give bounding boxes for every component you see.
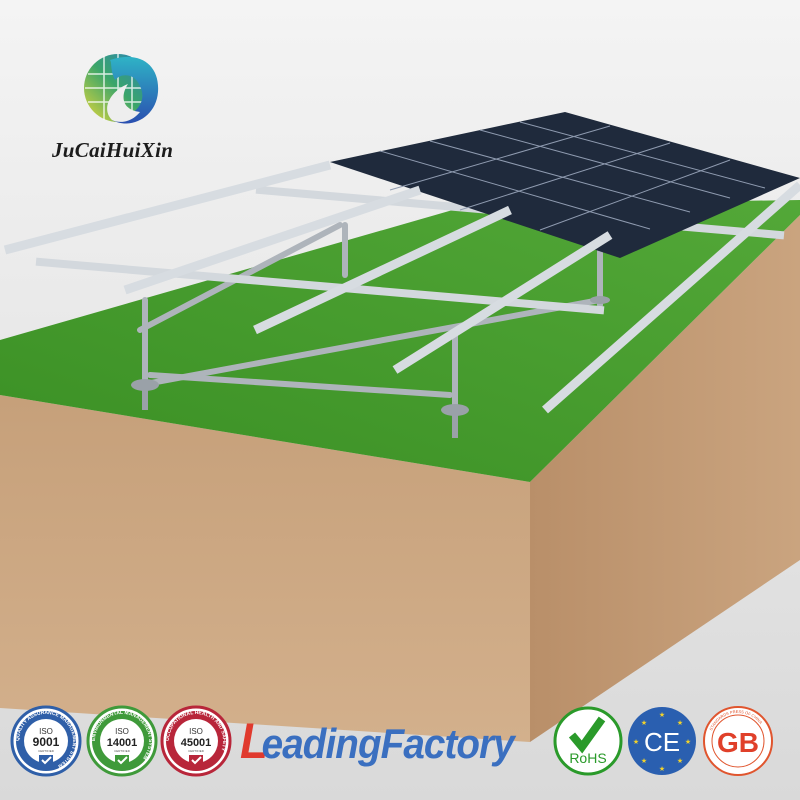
check-icon <box>568 716 606 754</box>
check-icon <box>191 756 202 765</box>
iso-9001-badge: QUALITY ASSURANCE MANAGEMENT SYSTEM ISO … <box>10 705 82 777</box>
soil-front-face <box>0 395 530 742</box>
svg-text:14001: 14001 <box>107 737 138 749</box>
check-icon <box>41 756 52 765</box>
ce-badge: ★ ★ ★ ★ ★ ★ ★ ★ CE <box>628 707 696 775</box>
svg-text:★: ★ <box>659 711 665 719</box>
svg-text:RoHS: RoHS <box>569 750 606 766</box>
gb-badge: STANDARDS PRESS OF CHINA GB <box>703 706 773 776</box>
iso-14001-badge: ENVIRONMENTAL MANAGEMENT SYSTEM ISO 1400… <box>86 705 158 777</box>
svg-text:★: ★ <box>633 738 639 746</box>
brand-logo-icon <box>84 54 159 124</box>
svg-text:★: ★ <box>677 757 683 765</box>
svg-text:★: ★ <box>641 757 647 765</box>
svg-text:ISO: ISO <box>39 727 53 736</box>
iso-45001-badge: OCCUPATIONAL HEALTH AND SAFETY ISO 45001… <box>160 705 232 777</box>
svg-text:CERTIFIED: CERTIFIED <box>38 749 55 753</box>
svg-text:★: ★ <box>641 719 647 727</box>
svg-text:★: ★ <box>677 719 683 727</box>
svg-text:★: ★ <box>685 738 691 746</box>
cross-rails <box>3 160 800 414</box>
svg-text:CERTIFIED: CERTIFIED <box>188 749 205 753</box>
ground-screws <box>131 296 610 438</box>
svg-text:9001: 9001 <box>33 735 60 749</box>
brand-name: JuCaiHuiXin <box>52 138 174 162</box>
svg-text:ISO: ISO <box>115 727 129 736</box>
solar-panels <box>330 112 800 258</box>
check-icon <box>117 756 128 765</box>
leading-factory-banner: LeadingFactory <box>240 713 515 769</box>
svg-text:GB: GB <box>717 727 759 758</box>
rohs-badge: RoHS <box>553 706 623 776</box>
svg-text:CERTIFIED: CERTIFIED <box>114 749 131 753</box>
soil-side-face <box>530 215 800 742</box>
svg-text:45001: 45001 <box>181 737 212 749</box>
svg-text:ISO: ISO <box>189 727 203 736</box>
svg-text:★: ★ <box>659 765 665 773</box>
svg-text:CE: CE <box>644 727 680 757</box>
